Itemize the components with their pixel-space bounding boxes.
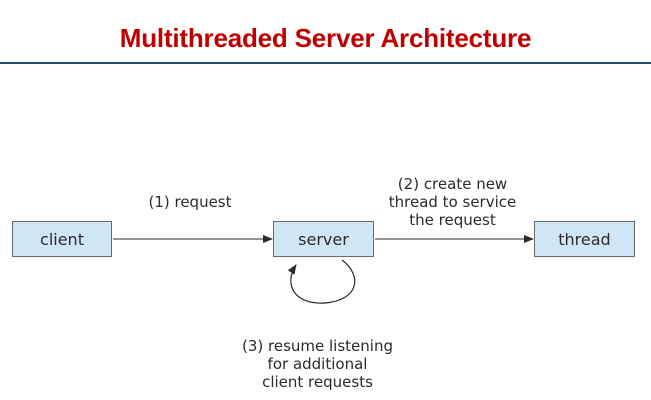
create-thread-label: (2) create new thread to service the req… — [375, 175, 530, 229]
title-divider — [0, 62, 651, 64]
resume-label-line-1: (3) resume listening — [242, 337, 393, 355]
create-thread-label-line-3: the request — [409, 211, 496, 229]
resume-loop-arrow — [287, 259, 356, 304]
create-thread-label-line-2: thread to service — [388, 193, 517, 211]
server-node: server — [273, 221, 374, 257]
thread-node-label: thread — [558, 229, 611, 249]
resume-label-line-2: for additional — [267, 355, 368, 373]
client-node: client — [12, 221, 112, 257]
server-node-label: server — [298, 229, 349, 249]
thread-node: thread — [534, 221, 635, 257]
client-node-label: client — [40, 229, 84, 249]
request-label: (1) request — [140, 193, 240, 211]
request-label-line: (1) request — [148, 193, 232, 211]
slide-title: Multithreaded Server Architecture — [119, 23, 532, 53]
create-thread-label-line-1: (2) create new — [397, 175, 508, 193]
resume-label-line-3: client requests — [262, 373, 373, 391]
resume-listening-label: (3) resume listening for additional clie… — [230, 337, 405, 391]
